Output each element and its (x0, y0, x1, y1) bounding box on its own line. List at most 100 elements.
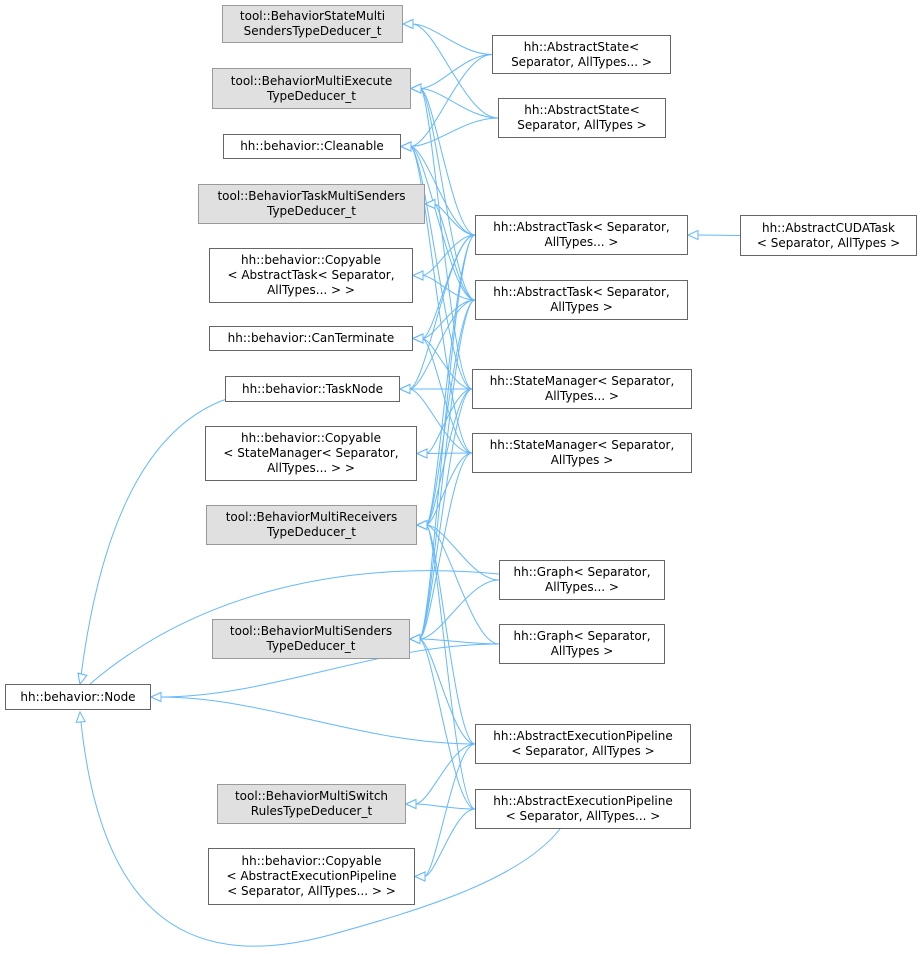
edge-abstract_task-to-task_multi_senders (433, 203, 476, 301)
edge-graph_v-to-multi_senders (418, 579, 500, 640)
node-label-line: < StateManager< Separator, (223, 446, 399, 460)
edge-state_manager_v-to-multi_execute (419, 88, 473, 390)
edge-aep_v-to-copyable_aep (423, 808, 476, 877)
node-hh-graph[interactable]: hh::Graph< Separator, AllTypes > (499, 624, 665, 664)
node-label-line: tool::BehaviorMultiReceivers (225, 510, 398, 524)
edge-state_manager_v-to-multi_senders (418, 388, 473, 640)
edge-arrowhead (686, 229, 699, 241)
node-label-line: hh::behavior::Cleanable (240, 139, 384, 153)
edge-graph-to-multi_senders (418, 638, 500, 645)
edge-aep-to-node (159, 696, 476, 745)
edge-arrowhead (415, 448, 428, 459)
node-label-line: hh::Graph< Separator, (513, 629, 651, 643)
node-hh-state-manager[interactable]: hh::StateManager< Separator, AllTypes > (472, 433, 692, 473)
edge-arrowhead (399, 141, 412, 152)
edge-abstract_task-to-copyable_task (421, 275, 476, 301)
node-label-line: AllTypes... > (544, 235, 619, 249)
node-hh-abstract-state-variadic[interactable]: hh::AbstractState< Separator, AllTypes..… (492, 35, 671, 74)
node-label-line: tool::BehaviorStateMulti (239, 9, 386, 23)
node-hh-behavior-can-terminate[interactable]: hh::behavior::CanTerminate (209, 326, 413, 351)
node-label-line: hh::AbstractTask< Separator, (493, 285, 670, 299)
edge-aep_v-to-multi_switch (414, 803, 476, 810)
node-label-line: AllTypes... > > (267, 461, 355, 475)
node-hh-abstract-state[interactable]: hh::AbstractState< Separator, AllTypes > (498, 98, 666, 138)
edge-arrowhead (413, 871, 426, 882)
node-label-line: hh::AbstractExecutionPipeline (493, 729, 673, 743)
edge-abstract_task-to-multi_senders (418, 299, 476, 640)
edge-state_manager_v-to-cleanable (409, 146, 473, 390)
edge-state_manager_v-to-copyable_sm (425, 388, 473, 454)
edge-graph-to-multi_receivers (425, 524, 500, 645)
edge-state_manager_v-to-multi_receivers (425, 388, 473, 526)
node-label-line: tool::BehaviorMultiSenders (229, 624, 393, 638)
node-label-line: hh::behavior::CanTerminate (227, 331, 395, 345)
edge-aep-to-multi_switch (414, 743, 476, 805)
edge-aep-to-copyable_aep (423, 743, 476, 877)
node-label-line: hh::StateManager< Separator, (489, 438, 675, 452)
edge-abstract_state_v-to-multi_execute (419, 54, 493, 89)
edge-arrowhead (411, 333, 424, 344)
edge-abstract_state_v-to-cleanable (409, 54, 493, 147)
edge-state_manager-to-copyable_sm (425, 452, 473, 454)
node-tool-behavior-task-multi-senders[interactable]: tool::BehaviorTaskMultiSenders TypeDeduc… (198, 184, 425, 224)
node-label-line: < Separator, AllTypes > (511, 744, 655, 758)
edge-abstract_task_v-to-task_node (408, 234, 476, 390)
edge-abstract_task_v-to-copyable_task (421, 234, 476, 276)
edge-abstract_task_v-to-multi_execute (419, 88, 476, 236)
edge-aep-to-multi_receivers (425, 524, 476, 745)
node-hh-behavior-copyable-state-manager[interactable]: hh::behavior::Copyable < StateManager< S… (205, 426, 417, 481)
node-hh-abstract-execution-pipeline[interactable]: hh::AbstractExecutionPipeline < Separato… (475, 724, 691, 764)
node-label-line: hh::behavior::Node (20, 689, 136, 704)
edge-abstract_task_v-to-multi_receivers (425, 234, 476, 526)
node-hh-behavior-cleanable[interactable]: hh::behavior::Cleanable (223, 134, 401, 159)
node-hh-abstract-execution-pipeline-variadic[interactable]: hh::AbstractExecutionPipeline < Separato… (475, 789, 691, 829)
node-label-line: hh::behavior::Copyable (241, 854, 382, 868)
node-tool-behavior-multi-receivers[interactable]: tool::BehaviorMultiReceivers TypeDeducer… (206, 505, 417, 545)
node-label-line: tool::BehaviorTaskMultiSenders (217, 189, 406, 203)
node-hh-abstract-cuda-task[interactable]: hh::AbstractCUDATask < Separator, AllTyp… (740, 215, 917, 256)
node-hh-state-manager-variadic[interactable]: hh::StateManager< Separator, AllTypes...… (472, 369, 692, 409)
edge-state_manager-to-task_node (408, 388, 473, 454)
node-tool-behavior-state-multi-senders[interactable]: tool::BehaviorStateMulti SendersTypeDedu… (222, 5, 403, 43)
node-hh-behavior-task-node[interactable]: hh::behavior::TaskNode (225, 376, 400, 402)
node-hh-abstract-task-variadic[interactable]: hh::AbstractTask< Separator, AllTypes...… (475, 215, 688, 255)
edge-arrowhead (411, 270, 424, 281)
node-hh-behavior-copyable-abstract-task[interactable]: hh::behavior::Copyable < AbstractTask< S… (209, 248, 413, 303)
node-label-line: TypeDeducer_t (266, 525, 357, 539)
edge-abstract_task-to-task_node (408, 299, 476, 390)
edge-state_manager-to-multi_senders (418, 452, 473, 640)
node-label-line: tool::BehaviorMultiExecute (230, 73, 393, 88)
node-tool-behavior-multi-switch-rules[interactable]: tool::BehaviorMultiSwitch RulesTypeDeduc… (217, 784, 406, 824)
edge-arrowhead (398, 383, 411, 395)
edge-abstract_task-to-multi_receivers (425, 299, 476, 526)
node-label-line: AllTypes > (550, 300, 613, 314)
node-label-line: hh::AbstractCUDATask (761, 220, 896, 235)
edge-aep_v-to-multi_receivers (425, 524, 476, 810)
edge-abstract_task_v-to-cleanable (409, 146, 476, 236)
node-label-line: < AbstractTask< Separator, (227, 268, 395, 282)
edge-state_manager-to-cleanable (409, 146, 473, 454)
node-hh-behavior-copyable-aep[interactable]: hh::behavior::Copyable < AbstractExecuti… (208, 848, 415, 905)
node-label-line: TypeDeducer_t (266, 204, 357, 218)
node-label-line: hh::behavior::Copyable (241, 431, 381, 445)
node-label-line: < Separator, AllTypes... > > (227, 884, 396, 898)
edge-abstract_state-to-cleanable (409, 117, 499, 147)
edge-task_node-to-node (79, 395, 237, 685)
node-hh-behavior-node[interactable]: hh::behavior::Node (5, 684, 151, 710)
node-tool-behavior-multi-senders[interactable]: tool::BehaviorMultiSenders TypeDeducer_t (212, 619, 410, 659)
node-label-line: hh::AbstractExecutionPipeline (493, 794, 673, 808)
node-hh-abstract-task[interactable]: hh::AbstractTask< Separator, AllTypes > (475, 280, 688, 320)
node-label-line: < AbstractExecutionPipeline (226, 869, 397, 883)
edge-graph_v-to-multi_receivers (425, 524, 500, 581)
node-label-line: AllTypes > (550, 453, 614, 467)
edge-abstract_cuda_task-to-abstract_task_v (696, 234, 741, 236)
node-label-line: < Separator, AllTypes > (756, 235, 901, 250)
node-tool-behavior-multi-execute[interactable]: tool::BehaviorMultiExecute TypeDeducer_t (212, 68, 411, 109)
edge-abstract_task_v-to-task_multi_senders (433, 203, 476, 236)
node-hh-graph-variadic[interactable]: hh::Graph< Separator, AllTypes... > (499, 560, 665, 600)
node-label-line: AllTypes... > (544, 389, 619, 403)
node-label-line: Separator, AllTypes > (517, 118, 647, 132)
edge-aep_v-to-node (79, 711, 561, 947)
edge-arrowhead (415, 519, 428, 531)
edge-abstract_state-to-state_multi_senders (411, 23, 499, 119)
